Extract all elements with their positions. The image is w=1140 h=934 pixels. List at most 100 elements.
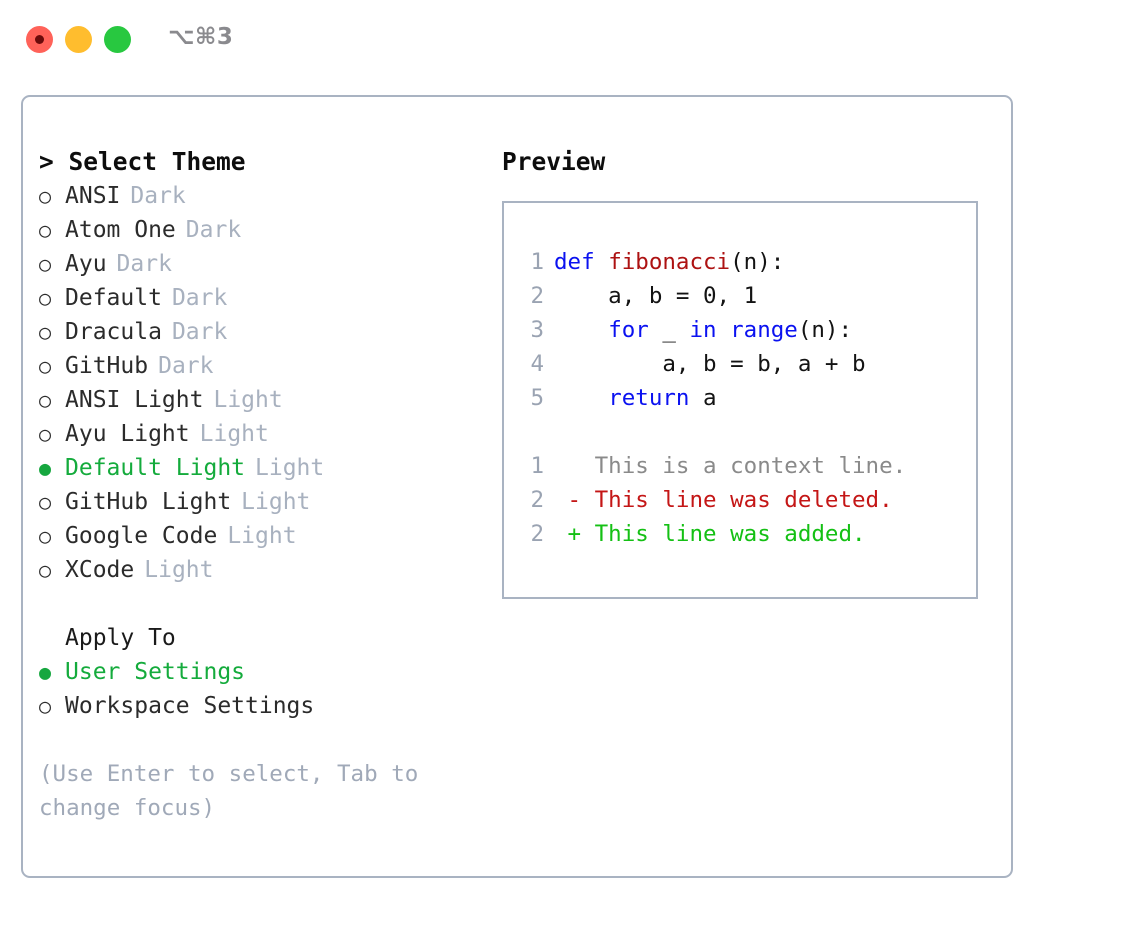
token-add: + This line was added. xyxy=(554,521,866,547)
theme-option-atom-one[interactable]: ○ Atom One Dark xyxy=(39,213,469,247)
theme-option-label: Ayu xyxy=(65,251,107,277)
diff_lines-line: 2 + This line was added. xyxy=(518,517,906,551)
radio-unselected-icon: ○ xyxy=(39,354,52,378)
line-number: 2 xyxy=(530,487,544,513)
theme-option-tag: Dark xyxy=(116,251,172,277)
line-number: 2 xyxy=(530,283,544,309)
line-content: - This line was deleted. xyxy=(554,483,893,517)
token-pl: (n): xyxy=(730,249,785,275)
theme-option-label: XCode xyxy=(65,557,135,583)
radio-unselected-icon: ○ xyxy=(39,286,52,310)
preview-gap xyxy=(518,415,906,449)
radio-unselected-icon: ○ xyxy=(39,184,52,208)
theme-option-label: Default Light xyxy=(65,455,246,481)
radio-unselected-icon: ○ xyxy=(39,320,52,344)
radio-unselected-icon: ○ xyxy=(39,218,52,242)
theme-option-github-light[interactable]: ○ GitHub Light Light xyxy=(39,485,469,519)
theme-option-ayu-light[interactable]: ○ Ayu Light Light xyxy=(39,417,469,451)
section-spacer xyxy=(39,587,469,621)
theme-option-google-code[interactable]: ○ Google Code Light xyxy=(39,519,469,553)
code_lines-line: 4 a, b = b, a + b xyxy=(518,347,906,381)
theme-option-tag: Dark xyxy=(171,285,228,311)
line-content: a, b = 0, 1 xyxy=(554,279,757,313)
title-bar: ⌥⌘3 xyxy=(0,0,1140,78)
token-kw: return xyxy=(608,385,690,411)
radio-selected-icon: ● xyxy=(39,456,52,480)
line-number: 2 xyxy=(530,521,544,547)
minimize-window-button[interactable] xyxy=(65,26,92,53)
recording-indicator-icon xyxy=(35,35,44,44)
token-pl: a xyxy=(689,385,717,411)
line-content: return a xyxy=(554,381,717,415)
token-pl: a, b = 0, 1 xyxy=(554,283,758,309)
apply-to-list[interactable]: ● User Settings ○ Workspace Settings xyxy=(39,655,469,723)
token-kw: for xyxy=(608,317,649,343)
select-theme-heading: > Select Theme xyxy=(39,147,246,176)
line-content: a, b = b, a + b xyxy=(554,347,865,381)
theme-option-label: Default xyxy=(65,285,162,311)
token-del: - This line was deleted. xyxy=(554,487,893,513)
diff_lines-line: 2 - This line was deleted. xyxy=(518,483,906,517)
theme-option-default-light[interactable]: ● Default Light Light xyxy=(39,451,469,485)
apply-to-option-label: Workspace Settings xyxy=(65,693,315,719)
token-fn: fibonacci xyxy=(608,249,731,275)
theme-option-default[interactable]: ○ Default Dark xyxy=(39,281,469,315)
token-pl: _ xyxy=(648,317,690,343)
radio-unselected-icon: ○ xyxy=(39,388,52,412)
line-number: 5 xyxy=(530,385,544,411)
radio-selected-icon: ● xyxy=(39,660,52,684)
apply-to-option-user-settings[interactable]: ● User Settings xyxy=(39,655,469,689)
theme-option-ansi-light[interactable]: ○ ANSI Light Light xyxy=(39,383,469,417)
theme-option-label: Atom One xyxy=(65,217,176,243)
line-number: 1 xyxy=(530,453,544,479)
theme-option-tag: Dark xyxy=(158,353,214,379)
radio-unselected-icon: ○ xyxy=(39,490,52,514)
theme-option-label: GitHub Light xyxy=(65,489,232,515)
theme-option-ansi[interactable]: ○ ANSI Dark xyxy=(39,179,469,213)
theme-option-label: ANSI Light xyxy=(65,387,204,413)
theme-option-tag: Light xyxy=(213,387,283,413)
theme-option-ayu[interactable]: ○ Ayu Dark xyxy=(39,247,469,281)
keyboard-hint-text: (Use Enter to select, Tab to change focu… xyxy=(39,761,419,821)
theme-option-label: GitHub xyxy=(65,353,149,379)
token-pl: (n): xyxy=(797,317,853,343)
theme-option-label: ANSI xyxy=(65,183,121,209)
theme-option-tag: Light xyxy=(241,489,311,515)
theme-option-label: Google Code xyxy=(65,523,218,549)
code_lines-line: 3 for _ in range(n): xyxy=(518,313,906,347)
radio-unselected-icon: ○ xyxy=(39,252,52,276)
theme-option-tag: Light xyxy=(144,557,214,583)
line-content: for _ in range(n): xyxy=(554,313,852,347)
theme-option-tag: Dark xyxy=(185,217,242,243)
apply-to-heading: Apply To xyxy=(65,625,176,651)
theme-option-tag: Light xyxy=(199,421,269,447)
token-pl xyxy=(717,317,731,343)
theme-option-tag: Dark xyxy=(130,183,186,209)
apply-to-option-workspace-settings[interactable]: ○ Workspace Settings xyxy=(39,689,469,723)
preview-heading: Preview xyxy=(502,147,606,176)
radio-unselected-icon: ○ xyxy=(39,694,52,718)
keyboard-shortcut-label: ⌥⌘3 xyxy=(168,24,234,50)
theme-option-tag: Light xyxy=(255,455,325,481)
theme-option-label: Ayu Light xyxy=(65,421,190,447)
theme-option-tag: Light xyxy=(227,523,297,549)
maximize-window-button[interactable] xyxy=(104,26,131,53)
line-content: This is a context line. xyxy=(554,449,907,483)
theme-option-github[interactable]: ○ GitHub Dark xyxy=(39,349,469,383)
token-pl xyxy=(554,385,608,411)
radio-unselected-icon: ○ xyxy=(39,422,52,446)
radio-unselected-icon: ○ xyxy=(39,524,52,548)
line-number: 1 xyxy=(530,249,544,275)
token-kw: range xyxy=(730,317,798,343)
apply-to-option-label: User Settings xyxy=(65,659,246,685)
line-number: 4 xyxy=(530,351,544,377)
